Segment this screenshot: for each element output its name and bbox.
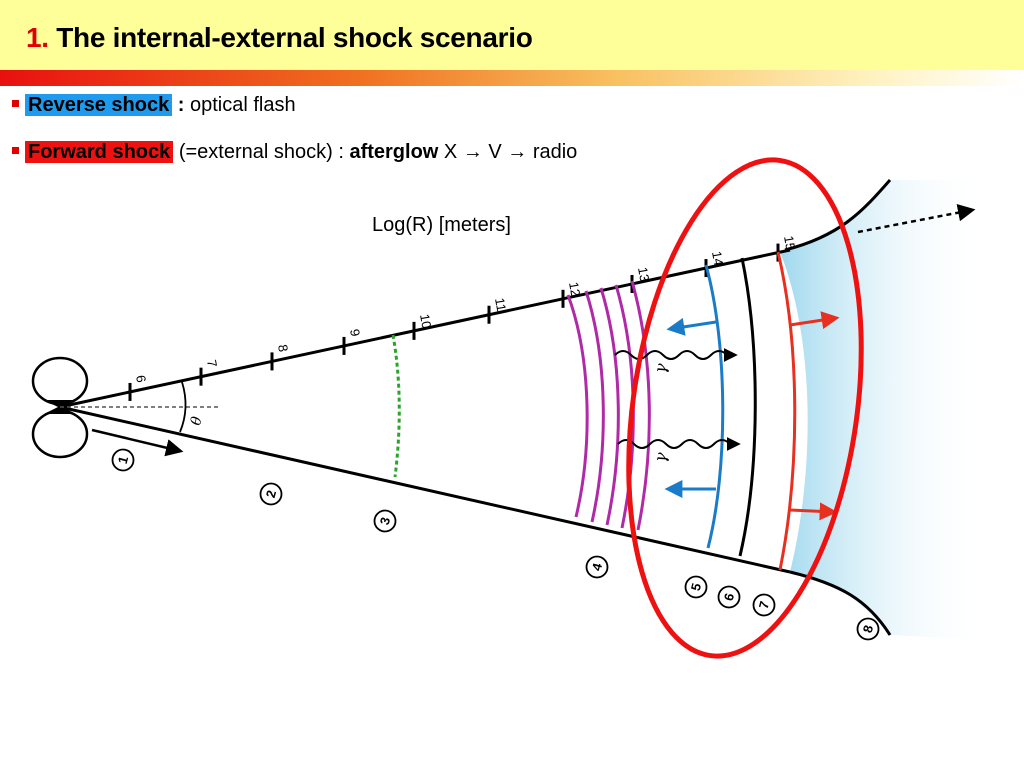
stage-1-arrow (91, 428, 184, 457)
forward-shock-arrow-upper (789, 311, 840, 330)
title-gradient-rule (0, 70, 1024, 86)
forward-shock-arrow-lower (789, 502, 838, 521)
title-number: 1. (26, 22, 49, 53)
bullet-square-icon (12, 147, 19, 154)
reverse-shock-highlight: Reverse shock (25, 94, 173, 116)
highlight-ellipse (626, 157, 864, 659)
contact-discontinuity (738, 257, 757, 557)
log-radius-ticks: 6 7 8 9 10 11 12 13 14 15 (128, 234, 798, 401)
stage-circle (373, 509, 397, 533)
internal-shells (566, 280, 651, 531)
forward-shock-front (776, 251, 797, 571)
opening-angle-arc (179, 381, 187, 433)
gamma-label-upper: γ (650, 362, 670, 375)
stage-label: 3 (377, 516, 393, 527)
reverse-shock-arrow-upper (666, 317, 717, 336)
stage-label: 7 (756, 600, 772, 611)
stage-label: 4 (589, 561, 606, 573)
axis-label: Log(R) [meters] (372, 214, 511, 236)
title-bar (0, 0, 1024, 70)
stage-markers: 1 2 3 4 5 6 7 8 (111, 448, 880, 641)
gamma-ray-arrow-lower (617, 437, 741, 451)
stage-circle (752, 593, 776, 617)
tick-label: 13 (635, 266, 652, 283)
tick-label: 11 (492, 297, 509, 313)
stage-label: 8 (860, 624, 876, 635)
tick-label: 8 (275, 343, 291, 353)
bullet-reverse-shock: Reverse shock : optical flash (12, 94, 296, 117)
jet-lower-edge (59, 405, 791, 574)
bullet-text-tail: X → V → radio (438, 141, 578, 163)
stage-circle (684, 575, 708, 599)
stage-circle (111, 448, 135, 472)
tick-label: 12 (566, 281, 583, 298)
bullet-forward-shock: Forward shock (=external shock) : afterg… (12, 141, 577, 164)
gamma-label-lower: γ (650, 451, 670, 464)
jet-direction-arrow (857, 204, 976, 234)
stage-label: 5 (688, 582, 704, 593)
stage-circle (585, 555, 609, 579)
gamma-ray-arrow-upper (614, 348, 738, 362)
stage-circle (717, 585, 741, 609)
afterglow-label: afterglow (349, 141, 439, 163)
tick-label: 14 (709, 250, 726, 267)
reverse-shock-front (704, 264, 725, 549)
stage-circle (856, 617, 880, 641)
tick-label: 10 (417, 313, 434, 330)
dashed-front (391, 334, 401, 478)
tick-label: 9 (347, 328, 363, 338)
bullet-square-icon (12, 100, 19, 107)
stage-label: 6 (721, 592, 737, 603)
title-text: The internal-external shock scenario (48, 22, 533, 53)
stage-label: 2 (263, 489, 279, 500)
jet-upper-edge (59, 248, 791, 409)
angle-label: θ (188, 415, 206, 427)
stage-circle (259, 482, 283, 506)
slide-title: 1. The internal-external shock scenario (26, 22, 533, 54)
bullet-colon: : (172, 94, 185, 116)
stage-label: 1 (115, 455, 131, 466)
tick-label: 6 (133, 374, 149, 384)
tick-label: 15 (781, 234, 798, 251)
outer-boundary-top (784, 179, 892, 252)
bullet-text: optical flash (184, 94, 296, 116)
outer-boundary-bottom (789, 570, 892, 636)
tick-label: 7 (204, 359, 220, 369)
central-engine-icon (31, 356, 89, 459)
forward-shock-highlight: Forward shock (25, 141, 174, 163)
bullet-text: (=external shock) : (173, 141, 350, 163)
